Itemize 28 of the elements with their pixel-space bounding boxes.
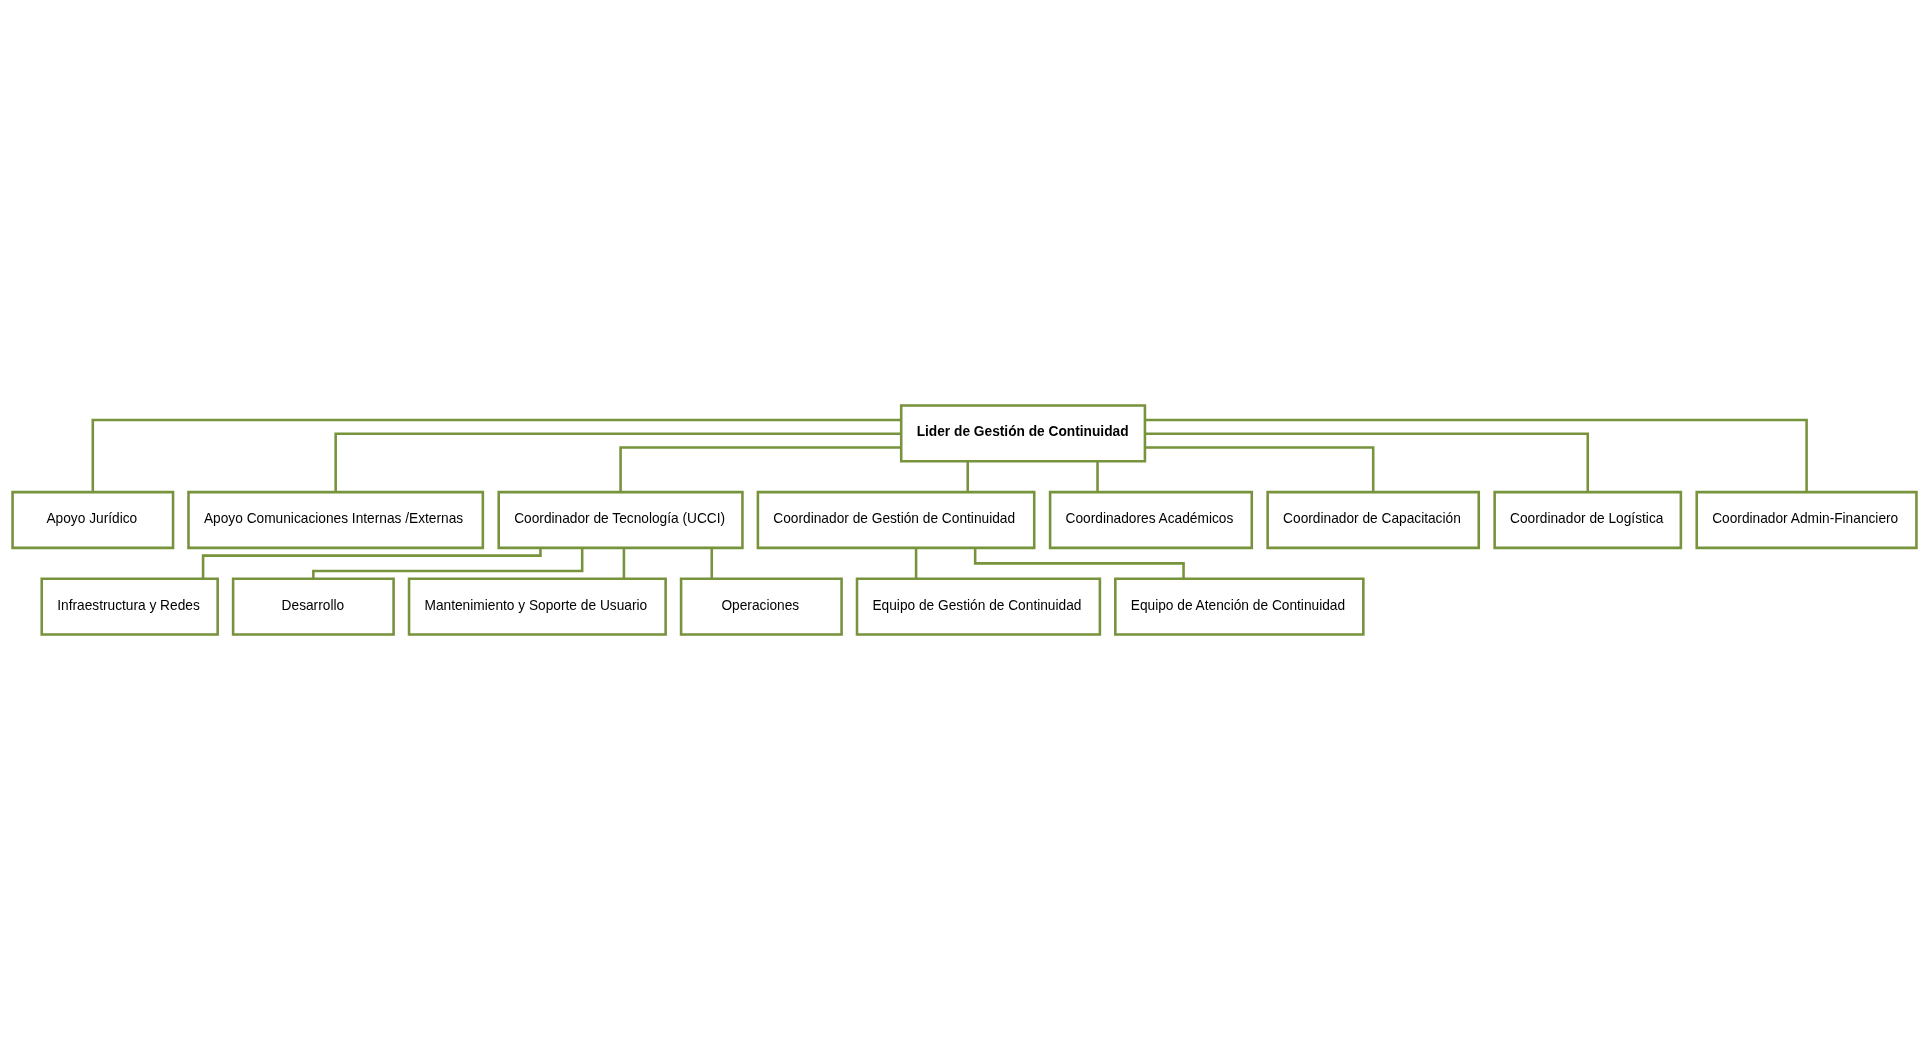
connector bbox=[619, 446, 901, 492]
node-box: Coordinador de Tecnología (UCCI) bbox=[497, 490, 744, 550]
node-box: Coordinadores Académicos bbox=[1048, 490, 1254, 550]
node-box: Coordinador de Capacitación bbox=[1266, 490, 1481, 550]
node-box: Coordinador de Gestión de Continuidad bbox=[756, 490, 1036, 550]
connector bbox=[312, 547, 584, 579]
node-box: Mantenimiento y Soporte de Usuario bbox=[407, 577, 667, 636]
node-box: Coordinador Admin-Financiero bbox=[1695, 490, 1918, 550]
node-box: Operaciones bbox=[679, 577, 843, 636]
node-box: Desarrollo bbox=[231, 577, 395, 636]
connector bbox=[1145, 418, 1808, 492]
node-box: Apoyo Jurídico bbox=[11, 490, 175, 550]
connector bbox=[334, 432, 901, 492]
connector bbox=[1145, 446, 1375, 492]
node-box: Apoyo Comunicaciones Internas /Externas bbox=[187, 490, 485, 550]
node-box: Infraestructura y Redes bbox=[40, 577, 219, 636]
connector bbox=[622, 547, 626, 579]
node-box: Equipo de Gestión de Continuidad bbox=[855, 577, 1102, 636]
connector bbox=[966, 461, 969, 492]
connector bbox=[1145, 432, 1590, 492]
connector bbox=[710, 547, 714, 579]
node-box: Equipo de Atención de Continuidad bbox=[1114, 577, 1365, 636]
connector bbox=[973, 547, 1185, 579]
connector bbox=[91, 418, 901, 492]
connector bbox=[914, 547, 918, 579]
connector bbox=[1096, 461, 1099, 492]
node-box: Lider de Gestión de Continuidad bbox=[899, 404, 1147, 463]
node-box: Coordinador de Logística bbox=[1493, 490, 1683, 550]
